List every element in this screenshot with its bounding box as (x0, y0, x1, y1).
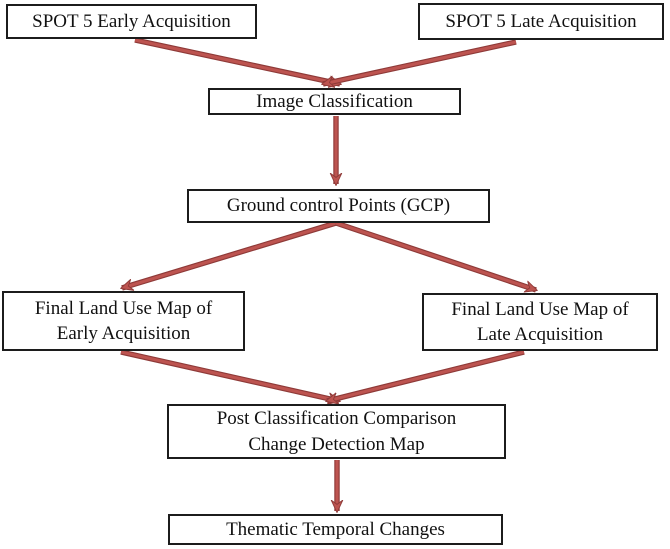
node-label: Thematic Temporal Changes (226, 518, 445, 540)
node-label: Final Land Use Map of Early Acquisition (34, 297, 213, 344)
node-thematic-temporal-changes: Thematic Temporal Changes (168, 514, 503, 545)
node-label: Ground control Points (GCP) (226, 195, 451, 217)
arrow-final-early-to-post-classification (120, 349, 339, 401)
node-label: Final Land Use Map of Late Acquisition (451, 298, 629, 345)
node-label: Post Classification Comparison Change De… (216, 408, 457, 455)
arrow-spot-early-to-image-classification (134, 37, 340, 84)
node-image-classification: Image Classification (208, 88, 461, 115)
node-post-classification-comparison: Post Classification Comparison Change De… (167, 404, 506, 459)
arrow-gcp-to-final-early (122, 220, 337, 288)
arrow-spot-late-to-image-classification (323, 39, 517, 84)
node-final-land-use-map-late: Final Land Use Map of Late Acquisition (422, 293, 658, 351)
node-label: Image Classification (256, 90, 413, 112)
node-spot5-early-acquisition: SPOT 5 Early Acquisition (6, 4, 257, 39)
node-ground-control-points: Ground control Points (GCP) (187, 189, 490, 223)
node-final-land-use-map-early: Final Land Use Map of Early Acquisition (2, 291, 245, 351)
node-label: SPOT 5 Early Acquisition (32, 10, 231, 32)
node-spot5-late-acquisition: SPOT 5 Late Acquisition (418, 3, 664, 40)
node-label: SPOT 5 Late Acquisition (445, 10, 637, 32)
arrow-final-late-to-post-classification (327, 349, 525, 401)
arrow-gcp-to-final-late (335, 220, 536, 293)
